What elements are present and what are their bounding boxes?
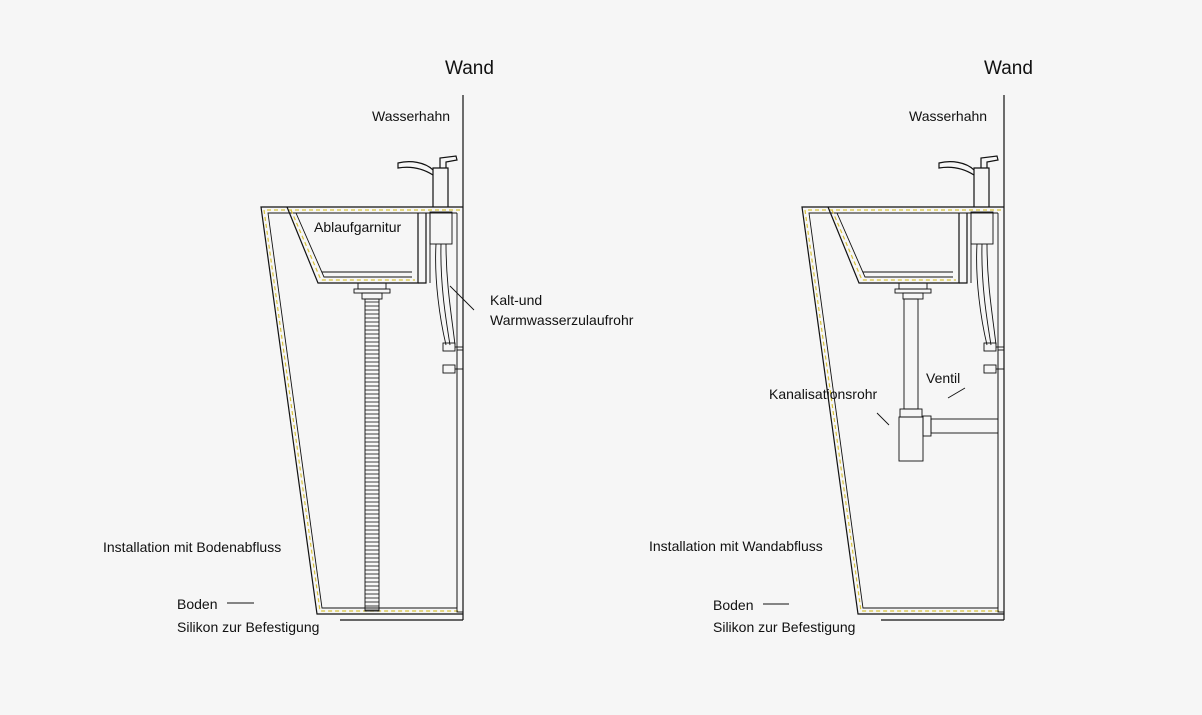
silicone-label: Silikon zur Befestigung [713,619,855,635]
silicone-label: Silikon zur Befestigung [177,619,319,635]
install-label: Installation mit Bodenabfluss [103,539,281,555]
faucet-label: Wasserhahn [372,108,450,124]
floor-label: Boden [177,596,217,612]
faucet-icon [397,155,458,245]
faucet-icon [938,155,999,245]
floor-drain-diagram: Wand Wasserhahn Ablaufgarnitur Kalt-und … [103,58,634,635]
pedestal-outline [801,206,1004,615]
supply-label-line2: Warmwasserzulaufrohr [490,312,634,328]
sewer-pipe-label: Kanalisationsrohr [769,386,878,402]
floor-label: Boden [713,597,753,613]
faucet-label: Wasserhahn [909,108,987,124]
supply-label-line1: Kalt-und [490,292,542,308]
wall-label: Wand [445,58,494,79]
wall-label: Wand [984,58,1033,79]
drain-set-label: Ablaufgarnitur [314,219,402,235]
pedestal-outline [260,206,463,615]
corrugated-hose [364,298,380,612]
wall-drain-diagram: Wand Wasserhahn Ventil Kanalisationsrohr… [649,58,1033,635]
valve-label: Ventil [926,370,960,386]
siphon-trap [898,298,999,462]
install-label: Installation mit Wandabfluss [649,538,823,554]
